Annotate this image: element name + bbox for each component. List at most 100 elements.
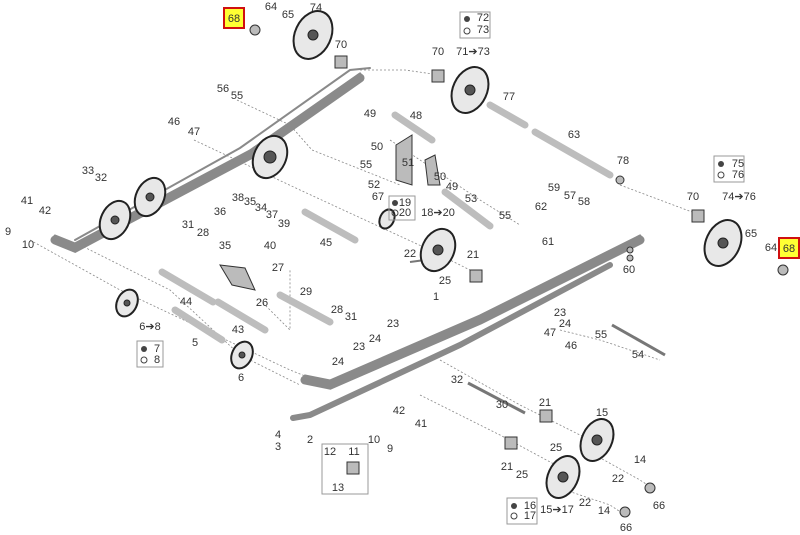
part-label-4: 4 — [275, 429, 281, 441]
part-label-31: 31 — [345, 311, 357, 323]
highlight-box-68[interactable] — [223, 7, 245, 29]
part-label-1: 1 — [433, 291, 439, 303]
part-label-62: 62 — [535, 201, 547, 213]
leader-lines — [29, 69, 701, 516]
part-number-labels: 6864657470565546474950555267333241429103… — [5, 1, 795, 534]
part-label-17: 17 — [524, 510, 536, 522]
part-label-16: 16 — [524, 500, 536, 512]
small-parts — [219, 24, 789, 518]
part-label-57: 57 — [564, 190, 576, 202]
part-label-70: 70 — [335, 39, 347, 51]
part-label-32: 32 — [451, 374, 463, 386]
part-label-74: 74 — [310, 2, 322, 14]
part-label-28: 28 — [331, 304, 343, 316]
seal-ring-icon — [140, 356, 148, 364]
part-label-58: 58 — [578, 196, 590, 208]
part-label-24: 24 — [332, 356, 344, 368]
part-label-54: 54 — [632, 349, 644, 361]
part-label-67: 67 — [372, 191, 384, 203]
part-label-21: 21 — [539, 397, 551, 409]
part-label-42: 42 — [393, 405, 405, 417]
part-label-22: 22 — [404, 248, 416, 260]
part-label-55: 55 — [360, 159, 372, 171]
part-label-59: 59 — [548, 182, 560, 194]
part-label-28: 28 — [197, 227, 209, 239]
part-label-60: 60 — [623, 264, 635, 276]
part-label-15-17: 15➔17 — [540, 504, 574, 516]
part-label-3: 3 — [275, 441, 281, 453]
part-label-25: 25 — [550, 442, 562, 454]
part-label-73: 73 — [477, 24, 489, 36]
part-label-47: 47 — [188, 126, 200, 138]
part-label-48: 48 — [410, 110, 422, 122]
part-label-12: 12 — [324, 446, 336, 458]
part-label-27: 27 — [272, 262, 284, 274]
part-label-26: 26 — [256, 297, 268, 309]
part-label-35: 35 — [219, 240, 231, 252]
shafts — [158, 101, 666, 415]
part-label-50: 50 — [371, 141, 383, 153]
part-label-68[interactable]: 68 — [783, 243, 795, 255]
part-label-32: 32 — [95, 172, 107, 184]
seal-ring-icon — [510, 512, 518, 520]
part-label-56: 56 — [217, 83, 229, 95]
part-label-70: 70 — [432, 46, 444, 58]
part-label-6-8: 6➔8 — [139, 321, 160, 333]
part-label-10: 10 — [22, 239, 34, 251]
part-label-78: 78 — [617, 155, 629, 167]
part-label-41: 41 — [21, 195, 33, 207]
part-label-61: 61 — [542, 236, 554, 248]
part-label-55: 55 — [595, 329, 607, 341]
part-label-24: 24 — [559, 318, 571, 330]
part-label-72: 72 — [477, 12, 489, 24]
part-label-55: 55 — [231, 90, 243, 102]
part-label-40: 40 — [264, 240, 276, 252]
part-label-49: 49 — [364, 108, 376, 120]
part-label-64: 64 — [765, 242, 777, 254]
part-label-31: 31 — [182, 219, 194, 231]
part-label-66: 66 — [620, 522, 632, 534]
part-label-29: 29 — [300, 286, 312, 298]
right-rail — [290, 234, 645, 421]
part-label-38: 38 — [232, 192, 244, 204]
bearing-icon — [464, 16, 470, 22]
part-label-45: 45 — [320, 237, 332, 249]
part-label-55: 55 — [499, 210, 511, 222]
part-label-14: 14 — [598, 505, 610, 517]
part-label-51: 51 — [402, 157, 414, 169]
part-label-33: 33 — [82, 165, 94, 177]
part-label-76: 76 — [732, 169, 744, 181]
seal-ring-icon — [463, 27, 471, 35]
part-label-68[interactable]: 68 — [228, 13, 240, 25]
part-label-9: 9 — [387, 443, 393, 455]
part-label-22: 22 — [612, 473, 624, 485]
part-label-50: 50 — [434, 171, 446, 183]
part-label-15: 15 — [596, 407, 608, 419]
part-label-11: 11 — [348, 446, 359, 458]
part-label-30: 30 — [496, 399, 508, 411]
part-label-20: 20 — [399, 207, 411, 219]
part-label-63: 63 — [568, 129, 580, 141]
part-label-71-73: 71➔73 — [456, 46, 490, 58]
part-label-21: 21 — [467, 249, 479, 261]
part-label-23: 23 — [353, 341, 365, 353]
bearing-icon — [511, 503, 517, 509]
part-label-70: 70 — [687, 191, 699, 203]
part-label-47: 47 — [544, 327, 556, 339]
part-label-14: 14 — [634, 454, 646, 466]
part-label-25: 25 — [439, 275, 451, 287]
part-label-36: 36 — [214, 206, 226, 218]
bearing-icon — [141, 346, 147, 352]
seal-ring-icon — [717, 171, 725, 179]
part-label-34: 34 — [255, 202, 267, 214]
part-label-39: 39 — [278, 218, 290, 230]
callout-boxes — [136, 7, 800, 525]
part-label-35: 35 — [244, 196, 256, 208]
part-label-53: 53 — [465, 193, 477, 205]
highlight-box-68[interactable] — [778, 237, 800, 259]
part-label-10: 10 — [368, 434, 380, 446]
part-label-75: 75 — [732, 158, 744, 170]
bearing-icon — [392, 200, 398, 206]
part-label-77: 77 — [503, 91, 515, 103]
